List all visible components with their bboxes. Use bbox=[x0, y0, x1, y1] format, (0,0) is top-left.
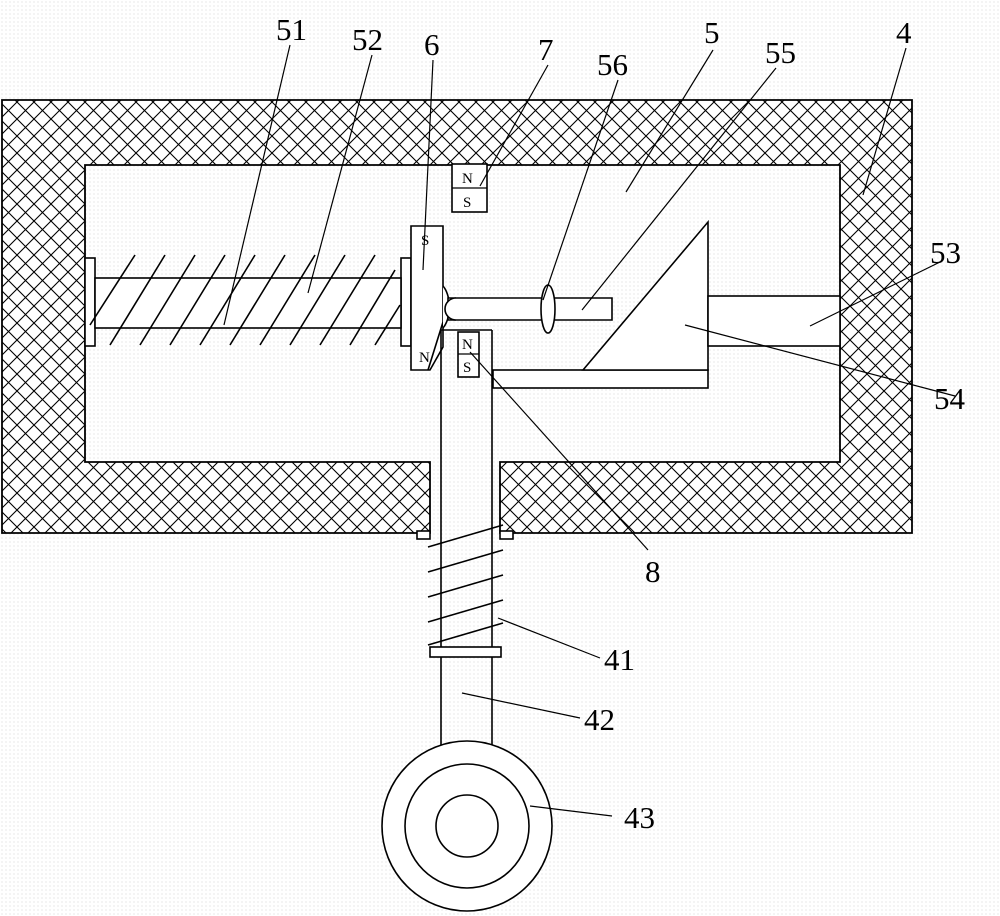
right-end-plate bbox=[400, 257, 412, 347]
label-8: 8 bbox=[645, 554, 661, 589]
wheel-43-middle bbox=[404, 763, 530, 889]
push-rod-tip bbox=[444, 297, 457, 321]
label-7: 7 bbox=[538, 32, 554, 67]
magnet-8-north: N bbox=[462, 337, 473, 353]
label-51: 51 bbox=[276, 12, 307, 47]
push-rod-55 bbox=[447, 297, 613, 321]
housing-lip-right bbox=[499, 530, 514, 540]
magnet-6-south: S bbox=[421, 233, 429, 249]
housing-lip-left bbox=[416, 530, 431, 540]
label-54: 54 bbox=[934, 381, 966, 416]
label-42: 42 bbox=[584, 702, 615, 737]
spring-seat bbox=[429, 646, 502, 658]
collar-56 bbox=[540, 284, 556, 334]
label-4: 4 bbox=[896, 15, 912, 50]
rail-plate bbox=[492, 369, 709, 389]
label-52: 52 bbox=[352, 22, 383, 57]
leader-lines bbox=[223, 44, 956, 817]
label-5: 5 bbox=[704, 15, 720, 50]
wheel-43-hub bbox=[435, 794, 499, 858]
spring-41 bbox=[427, 524, 504, 646]
magnet-6-north: N bbox=[419, 350, 430, 366]
wedge-block-54 bbox=[581, 219, 709, 371]
rod-53 bbox=[707, 295, 841, 347]
wheel-43-outer bbox=[381, 740, 553, 912]
magnet-7-north: N bbox=[462, 171, 473, 187]
label-41: 41 bbox=[604, 642, 635, 677]
label-6: 6 bbox=[424, 27, 440, 62]
left-end-plate bbox=[84, 257, 96, 347]
spring-51 bbox=[89, 254, 401, 346]
label-56: 56 bbox=[597, 47, 628, 82]
magnet-7-south: S bbox=[463, 195, 471, 211]
label-55: 55 bbox=[765, 35, 796, 70]
guide-rod-52 bbox=[94, 277, 402, 329]
magnet-block-6 bbox=[410, 225, 444, 371]
label-43: 43 bbox=[624, 800, 655, 835]
magnet-8-south: S bbox=[463, 360, 471, 376]
label-53: 53 bbox=[930, 235, 961, 270]
